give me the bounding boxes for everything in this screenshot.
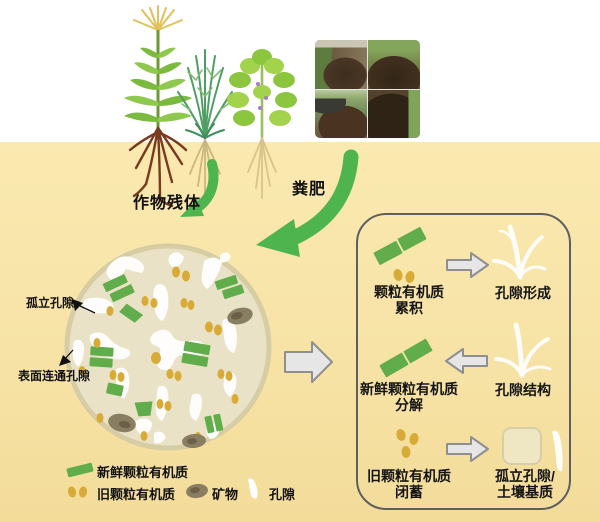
process-panel: 颗粒有机质 累积 孔隙形成 新鲜颗粒有机质 分解 孔隙结构 bbox=[356, 213, 571, 510]
crop-plants-illustration bbox=[124, 5, 297, 208]
fresh-pom-icon bbox=[66, 462, 94, 478]
maize-plant-icon bbox=[124, 5, 192, 208]
soil-matrix-icon bbox=[502, 427, 542, 465]
soybean-roots bbox=[247, 137, 277, 199]
fresh-pom-fragments bbox=[89, 274, 245, 434]
panel-row1-right-label: 孔隙形成 bbox=[495, 285, 551, 301]
surface-connected-pore-label: 表面连通孔隙 bbox=[18, 369, 91, 383]
panel-row1-left-label: 颗粒有机质 累积 bbox=[374, 284, 444, 316]
right-arrow-icon bbox=[446, 436, 489, 462]
manure-photo-1 bbox=[315, 40, 367, 89]
panel-row2-right-label: 孔隙结构 bbox=[495, 382, 551, 398]
manure-photo-2 bbox=[368, 40, 420, 89]
crop-flow-arrow bbox=[180, 159, 219, 217]
manure-photo-collage bbox=[315, 40, 420, 138]
isolated-pore-pointer bbox=[72, 299, 96, 314]
old-pom-icon bbox=[67, 486, 88, 498]
right-arrow-icon bbox=[446, 252, 489, 278]
soil-aggregate-illustration bbox=[64, 243, 272, 451]
mineral-particles bbox=[108, 307, 253, 449]
pore-sliver-icon bbox=[552, 430, 563, 472]
pore-structure-icon bbox=[494, 322, 552, 378]
left-arrow-icon bbox=[445, 348, 488, 374]
wheat-plant-icon bbox=[177, 49, 233, 195]
fresh-pom-icon bbox=[373, 227, 427, 283]
legend-old-pom-label: 旧颗粒有机质 bbox=[97, 487, 176, 502]
panel-row3-left-label: 旧颗粒有机质 闭蓄 bbox=[367, 468, 451, 500]
old-pom-icon bbox=[396, 429, 419, 458]
soybean-flowers bbox=[256, 82, 268, 110]
pore-icon bbox=[248, 478, 258, 499]
manure-photo-3 bbox=[315, 89, 367, 138]
manure-photo-4 bbox=[368, 89, 420, 138]
panel-row3-right-label: 孤立孔隙/ 土壤基质 bbox=[495, 468, 555, 500]
legend-mineral-label: 矿物 bbox=[212, 487, 239, 502]
fresh-pom-decompose-icon bbox=[379, 338, 433, 378]
crop-residue-label: 作物残体 bbox=[133, 195, 202, 212]
panel-row2-left-label: 新鲜颗粒有机质 分解 bbox=[360, 381, 458, 413]
maize-tassel-icon bbox=[133, 5, 183, 31]
legend-pore-label: 孔隙 bbox=[269, 487, 296, 502]
surface-pore-pointer bbox=[59, 349, 74, 366]
isolated-pore-label: 孤立孔隙 bbox=[26, 296, 75, 310]
mineral-icon bbox=[186, 483, 208, 499]
legend-fresh-pom-label: 新鲜颗粒有机质 bbox=[97, 465, 189, 480]
manure-label: 粪肥 bbox=[292, 181, 327, 198]
wheat-tuft bbox=[185, 123, 225, 139]
manure-flow-arrow bbox=[256, 149, 359, 257]
aggregate-to-panel-arrow bbox=[284, 341, 333, 383]
pore-formation-icon bbox=[492, 224, 547, 280]
soybean-plant-icon bbox=[227, 49, 297, 199]
maize-roots bbox=[128, 126, 188, 208]
